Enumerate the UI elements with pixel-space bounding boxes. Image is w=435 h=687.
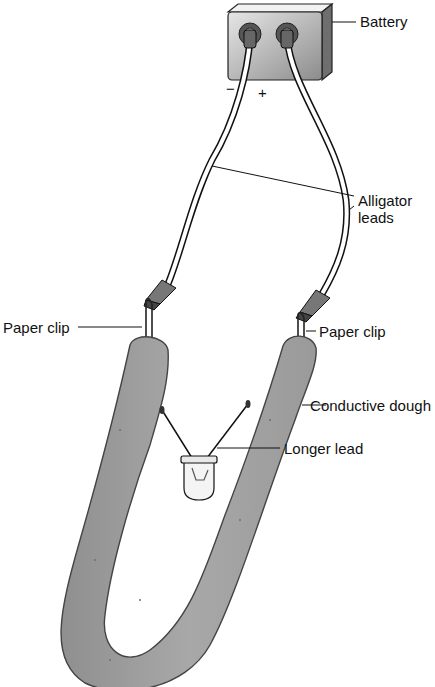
part-label: Alligator leads	[358, 192, 430, 226]
alligator-clips	[144, 280, 330, 322]
battery-label: Battery	[360, 13, 408, 30]
dough-texture	[94, 419, 271, 661]
part-label: Paper clip	[3, 319, 70, 336]
terminal-sign: −	[226, 80, 235, 97]
conductive-dough	[61, 336, 316, 687]
alligator-lead-wires	[168, 30, 347, 294]
terminal-sign: +	[258, 84, 267, 101]
led	[160, 400, 251, 500]
part-label: Paper clip	[319, 323, 386, 340]
paper-clips	[146, 299, 304, 352]
part-label: Conductive dough	[310, 397, 431, 414]
part-label: Longer lead	[284, 440, 363, 457]
